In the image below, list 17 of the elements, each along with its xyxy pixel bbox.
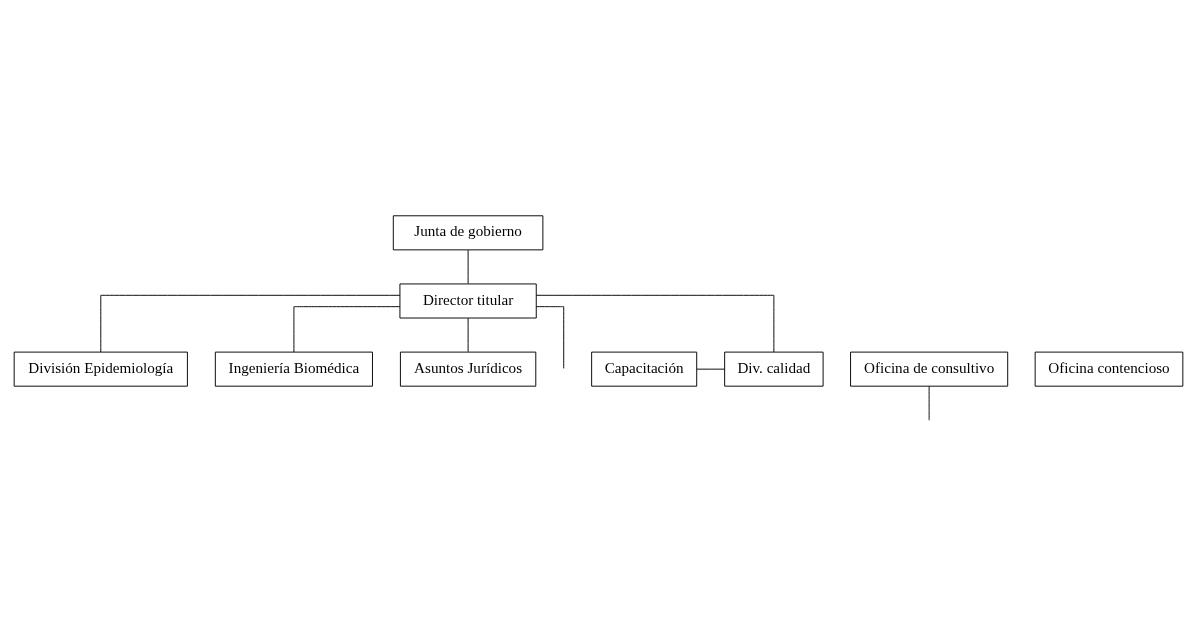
connector <box>100 294 401 352</box>
node-box: Junta de gobierno <box>392 214 544 250</box>
connector <box>928 385 930 421</box>
node-box: Oficina contencioso <box>1034 351 1184 387</box>
node-box: Oficina de consultivo <box>850 351 1009 387</box>
connector <box>535 305 565 369</box>
connector <box>467 317 469 352</box>
connector <box>467 249 469 284</box>
node-box: Div. calidad <box>724 351 824 387</box>
node-box: Ingeniería Biomédica <box>214 351 373 387</box>
connector <box>696 368 725 370</box>
node-box: Director titular <box>399 282 537 318</box>
node-box: Asuntos Jurídicos <box>399 351 537 387</box>
connector <box>535 294 775 352</box>
node-box: Capacitación <box>591 351 698 387</box>
node-box: División Epidemiología <box>13 351 188 387</box>
connector <box>293 305 401 353</box>
